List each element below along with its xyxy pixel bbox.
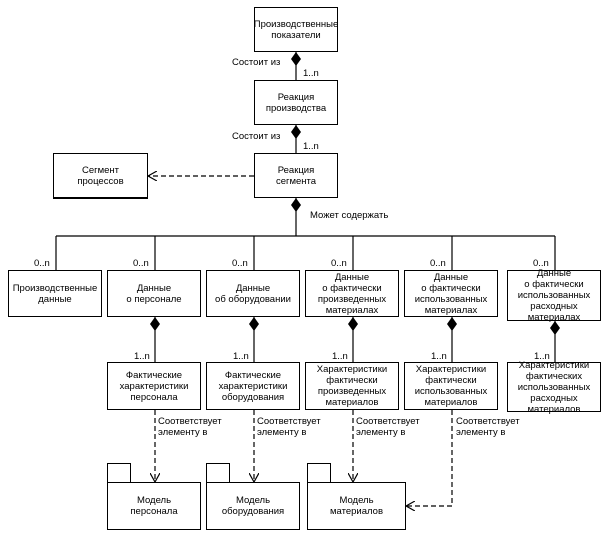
class-consumables-data: Данные о фактически использованных расхо…: [507, 268, 601, 323]
label-corresponds-used: Соответствует элементу в: [456, 416, 520, 438]
class-personnel-data: Данные о персонале: [107, 270, 201, 317]
package-tab-materials: [307, 463, 331, 483]
label-may-contain: Может содержать: [310, 210, 389, 221]
class-used-materials-characteristics: Характеристики фактически использованных…: [404, 362, 498, 410]
multiplicity-1n-personnel: 1..n: [134, 351, 150, 362]
multiplicity-1n-top1: 1..n: [303, 68, 319, 79]
class-used-materials-data: Данные о фактически использованных матер…: [404, 270, 498, 317]
multiplicity-0n-produced: 0..n: [331, 258, 347, 269]
class-equipment-data: Данные об оборудовании: [206, 270, 300, 317]
composition-diamond-consumables: [550, 321, 560, 335]
class-production-indicators: Производственные показатели: [254, 7, 338, 52]
label-consists-of-1: Состоит из: [232, 57, 281, 68]
class-equipment-characteristics: Фактические характеристики оборудования: [206, 362, 300, 410]
composition-diamond-personnel: [150, 317, 160, 331]
package-tab-equipment: [206, 463, 230, 483]
composition-diamond-produced: [348, 317, 358, 331]
class-production-response: Реакция производства: [254, 80, 338, 125]
package-materials-model: Модель материалов: [307, 482, 406, 530]
package-personnel-model: Модель персонала: [107, 482, 201, 530]
label-consists-of-2: Состоит из: [232, 131, 281, 142]
multiplicity-1n-produced: 1..n: [332, 351, 348, 362]
multiplicity-0n-consumables: 0..n: [533, 258, 549, 269]
composition-diamond-middle: [291, 125, 301, 139]
composition-diamond-used: [447, 317, 457, 331]
class-personnel-characteristics: Фактические характеристики персонала: [107, 362, 201, 410]
package-equipment-model: Модель оборудования: [206, 482, 300, 530]
multiplicity-1n-used: 1..n: [431, 351, 447, 362]
multiplicity-0n-used: 0..n: [430, 258, 446, 269]
multiplicity-0n-production: 0..n: [34, 258, 50, 269]
class-consumables-characteristics: Характеристики фактических использованны…: [507, 360, 601, 415]
composition-diamond-top: [291, 52, 301, 66]
dependency-arrow-used: [406, 410, 453, 506]
multiplicity-0n-equipment: 0..n: [232, 258, 248, 269]
composition-diamond-tree: [291, 198, 301, 212]
composition-diamond-equipment: [249, 317, 259, 331]
multiplicity-1n-top2: 1..n: [303, 141, 319, 152]
label-corresponds-equipment: Соответствует элементу в: [257, 416, 321, 438]
label-corresponds-produced: Соответствует элементу в: [356, 416, 420, 438]
class-segment-response: Реакция сегмента: [254, 153, 338, 198]
class-produced-materials-data: Данные о фактически произведенных матери…: [305, 270, 399, 317]
class-process-segment: Сегмент процессов: [53, 153, 148, 199]
multiplicity-1n-consumables: 1..n: [534, 351, 550, 362]
multiplicity-0n-personnel: 0..n: [133, 258, 149, 269]
multiplicity-1n-equipment: 1..n: [233, 351, 249, 362]
label-corresponds-personnel: Соответствует элементу в: [158, 416, 222, 438]
class-production-data: Производственные данные: [8, 270, 102, 317]
package-tab-personnel: [107, 463, 131, 483]
class-produced-materials-characteristics: Характеристики фактически произведенных …: [305, 362, 399, 410]
